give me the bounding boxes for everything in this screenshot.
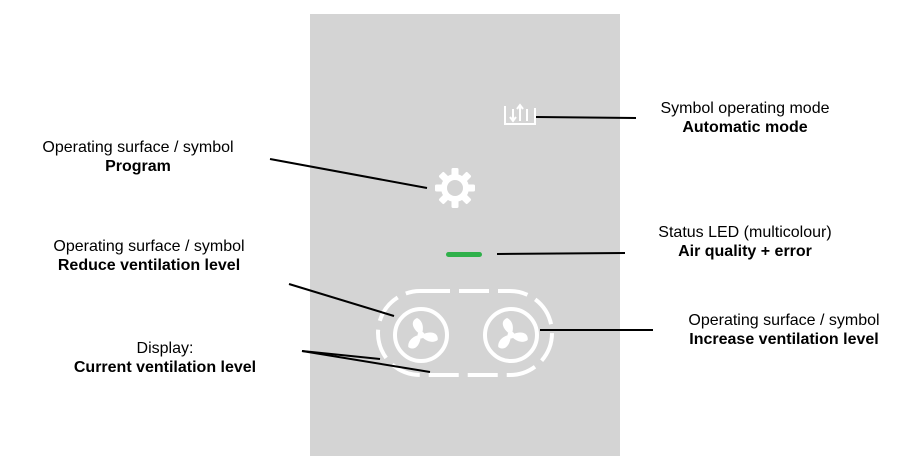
fan-icon [408, 318, 438, 349]
label-reduce-line2: Reduce ventilation level [57, 257, 241, 274]
label-increase: Operating surface / symbol Increase vent… [656, 311, 912, 349]
leader-line-program [269, 158, 428, 189]
increase-button-ring [483, 307, 539, 363]
label-program: Operating surface / symbol Program [8, 138, 268, 176]
leader-line-reduce [288, 283, 395, 317]
label-increase-line2: Increase ventilation level [689, 331, 879, 348]
reduce-button-ring [393, 307, 449, 363]
label-display-line1: Display: [136, 340, 194, 357]
ventilation-level-display [376, 289, 554, 377]
label-mode-line1: Symbol operating mode [660, 100, 830, 117]
label-increase-line1: Operating surface / symbol [688, 312, 880, 329]
label-display: Display: Current ventilation level [20, 339, 310, 377]
label-display-line2: Current ventilation level [73, 359, 257, 376]
leader-line-display-lower [301, 350, 431, 373]
control-panel [310, 14, 620, 456]
fan-icon [498, 318, 528, 349]
reduce-ventilation-button[interactable] [393, 307, 449, 363]
label-status-line2: Air quality + error [678, 243, 812, 260]
label-program-line2: Program [105, 158, 171, 175]
label-status-line1: Status LED (multicolour) [658, 224, 832, 241]
label-reduce-line1: Operating surface / symbol [53, 238, 245, 255]
status-led [446, 252, 482, 257]
label-program-line1: Operating surface / symbol [42, 139, 234, 156]
leader-line-status [496, 252, 626, 255]
increase-ventilation-button[interactable] [483, 307, 539, 363]
automatic-mode-icon [504, 103, 536, 125]
label-mode: Symbol operating mode Automatic mode [640, 99, 850, 137]
label-reduce: Operating surface / symbol Reduce ventil… [14, 237, 284, 275]
leader-line-mode [535, 116, 637, 119]
label-mode-line2: Automatic mode [682, 119, 808, 136]
label-status: Status LED (multicolour) Air quality + e… [630, 223, 860, 261]
gear-icon[interactable] [435, 168, 475, 208]
